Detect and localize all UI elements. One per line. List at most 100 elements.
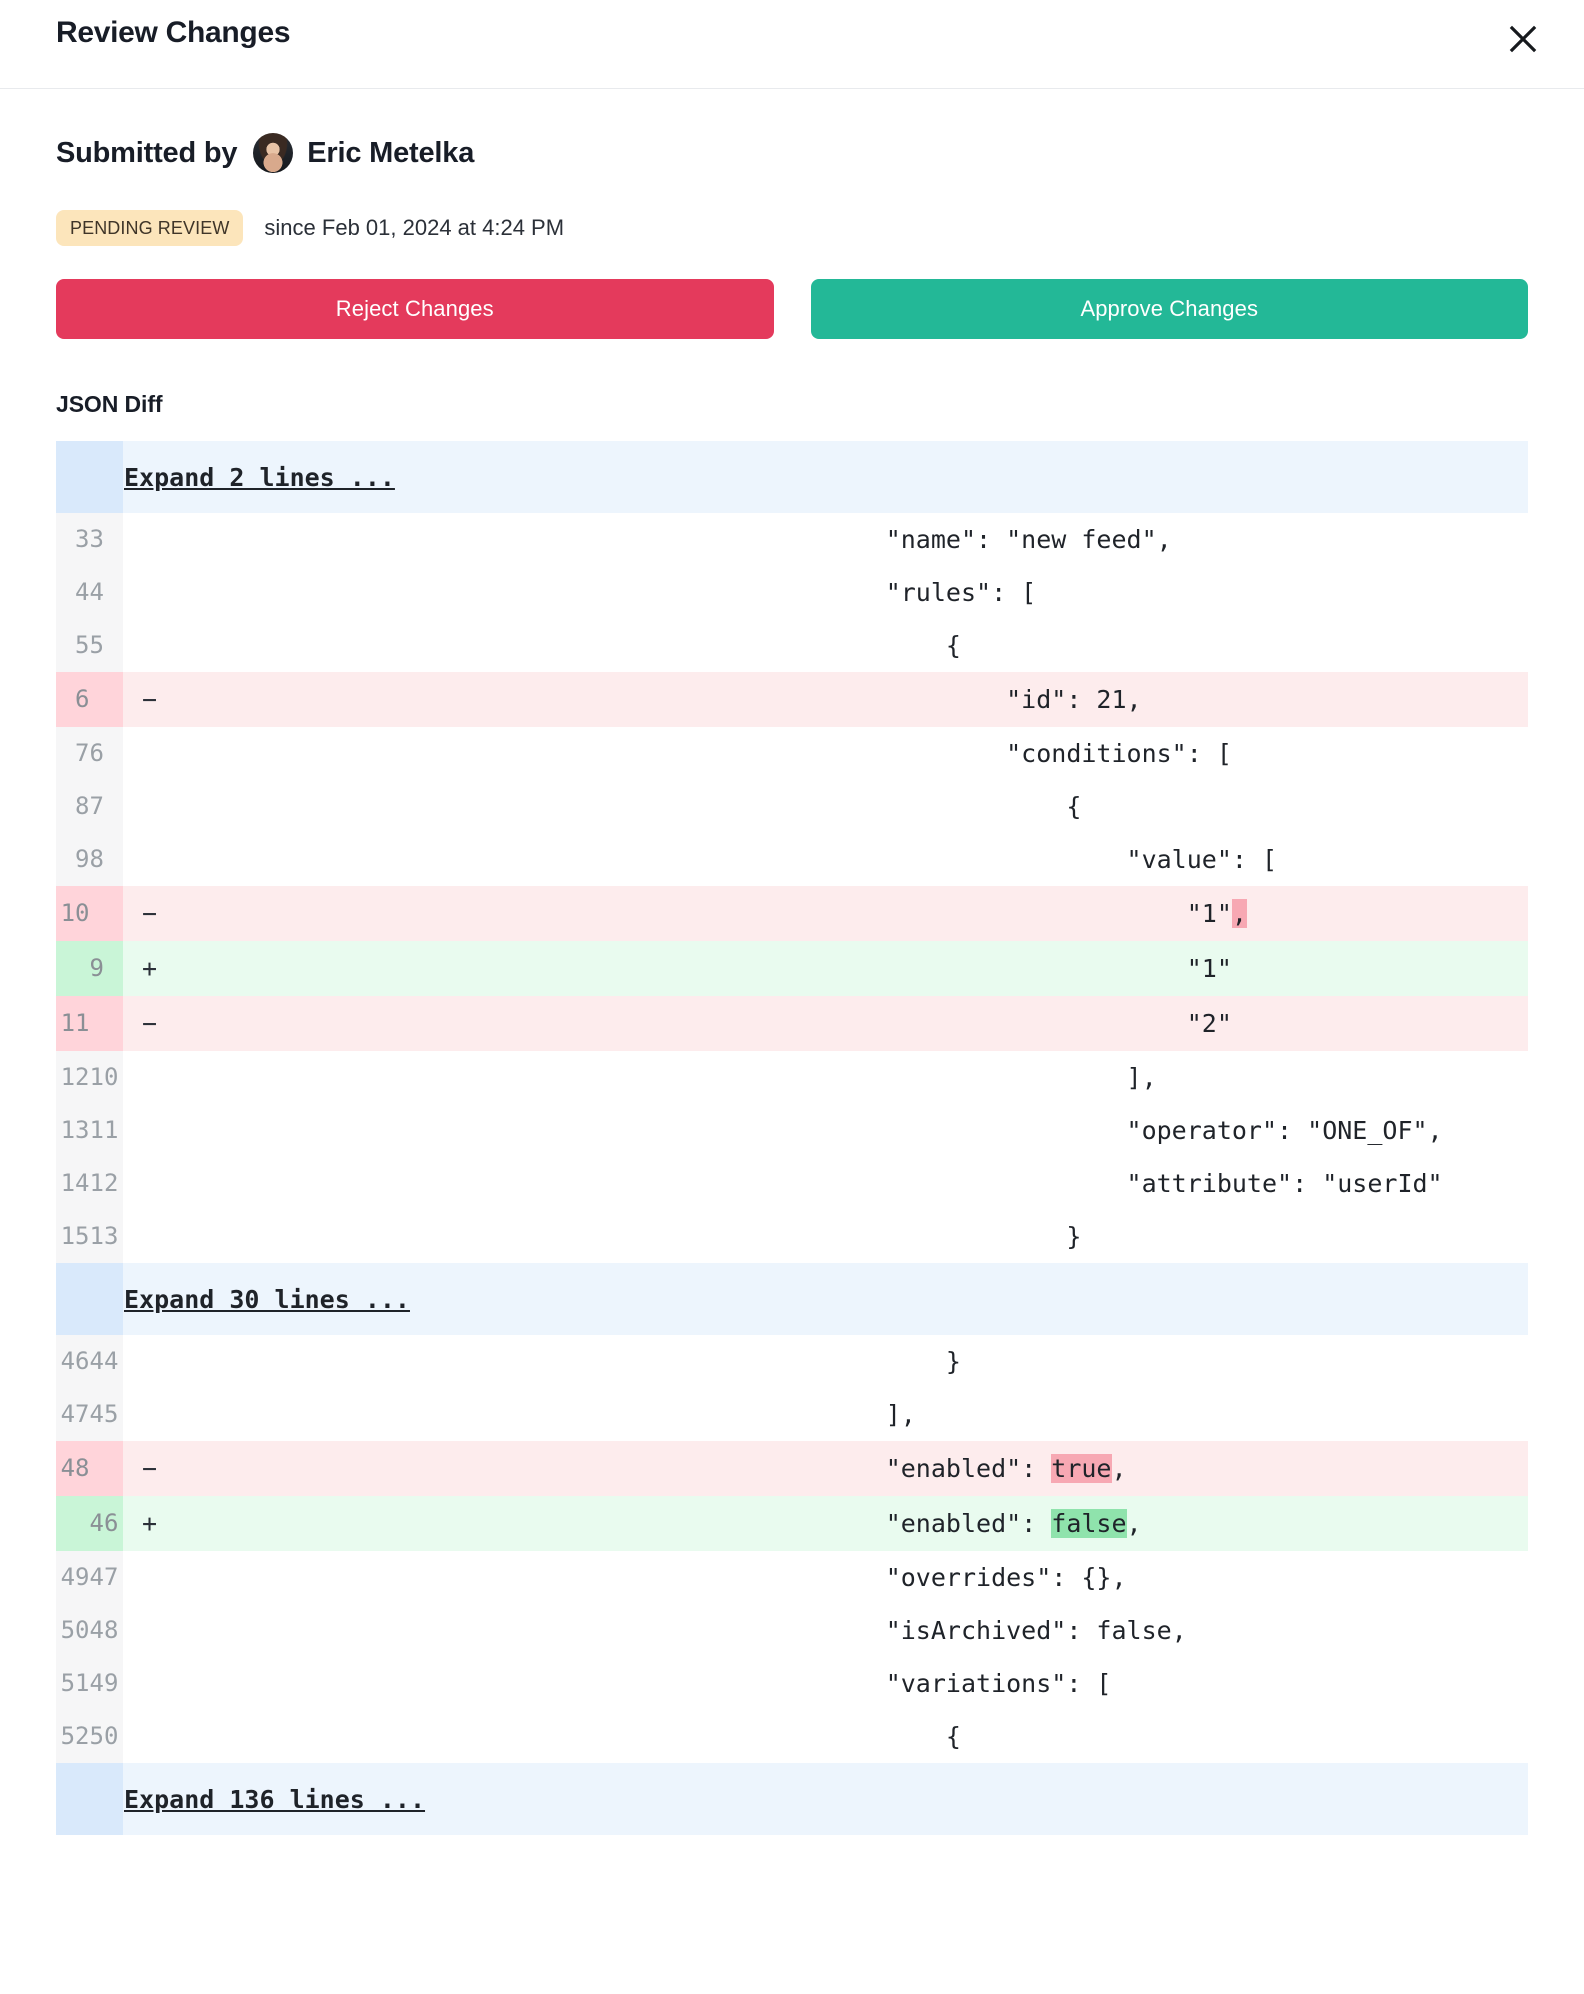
diff-marker <box>123 780 826 833</box>
diff-old-line-number: 12 <box>56 1051 90 1104</box>
diff-old-line-number: 50 <box>56 1604 90 1657</box>
diff-code: "1" <box>825 941 1528 996</box>
diff-marker: − <box>123 672 826 727</box>
diff-old-line-number: 11 <box>56 996 90 1051</box>
reject-changes-button[interactable]: Reject Changes <box>56 279 774 339</box>
diff-code: "variations": [ <box>825 1657 1528 1710</box>
diff-marker <box>123 1335 826 1388</box>
diff-expand-cell: Expand 2 lines ... <box>123 441 1528 513</box>
diff-marker <box>123 566 826 619</box>
diff-expand-row[interactable]: Expand 2 lines ... <box>56 441 1528 513</box>
diff-code: ], <box>825 1388 1528 1441</box>
diff-code: "attribute": "userId" <box>825 1157 1528 1210</box>
expand-lines-link[interactable]: Expand 136 lines ... <box>124 1784 426 1814</box>
diff-gutter <box>56 441 123 513</box>
diff-code: { <box>825 619 1528 672</box>
diff-row: 6− "id": 21, <box>56 672 1528 727</box>
diff-marker <box>123 1157 826 1210</box>
submitted-by-label: Submitted by <box>56 136 238 169</box>
diff-new-line-number: 49 <box>89 1657 123 1710</box>
approve-changes-button[interactable]: Approve Changes <box>810 279 1528 339</box>
diff-marker: − <box>123 1441 826 1496</box>
diff-code: "id": 21, <box>825 672 1528 727</box>
diff-new-line-number <box>89 1441 123 1496</box>
diff-new-line-number <box>89 672 123 727</box>
diff-old-line-number: 14 <box>56 1157 90 1210</box>
diff-code: "operator": "ONE_OF", <box>825 1104 1528 1157</box>
diff-code: "enabled": false, <box>825 1496 1528 1551</box>
diff-row: 48− "enabled": true, <box>56 1441 1528 1496</box>
status-row: PENDING REVIEW since Feb 01, 2024 at 4:2… <box>56 207 1528 249</box>
diff-marker <box>123 1051 826 1104</box>
diff-old-line-number: 15 <box>56 1210 90 1263</box>
close-button[interactable] <box>1496 12 1550 66</box>
diff-old-line-number: 51 <box>56 1657 90 1710</box>
diff-old-line-number: 5 <box>56 619 90 672</box>
diff-new-line-number: 4 <box>89 566 123 619</box>
diff-code: "name": "new feed", <box>825 513 1528 566</box>
modal-body: Submitted by Eric Metelka PENDING REVIEW… <box>0 89 1584 1835</box>
diff-word-removed: true <box>1051 1454 1112 1483</box>
diff-old-line-number: 10 <box>56 886 90 941</box>
diff-marker: − <box>123 886 826 941</box>
diff-marker: + <box>123 1496 826 1551</box>
diff-code: "2" <box>825 996 1528 1051</box>
diff-code: "conditions": [ <box>825 727 1528 780</box>
diff-marker: + <box>123 941 826 996</box>
diff-code: "overrides": {}, <box>825 1551 1528 1604</box>
diff-code: { <box>825 780 1528 833</box>
diff-code: ], <box>825 1051 1528 1104</box>
diff-new-line-number: 8 <box>89 833 123 886</box>
diff-old-line-number: 49 <box>56 1551 90 1604</box>
diff-new-line-number: 50 <box>89 1710 123 1763</box>
diff-new-line-number: 9 <box>89 941 123 996</box>
close-icon <box>1496 12 1550 66</box>
diff-marker <box>123 1657 826 1710</box>
diff-new-line-number: 3 <box>89 513 123 566</box>
diff-marker <box>123 1104 826 1157</box>
diff-row: 11− "2" <box>56 996 1528 1051</box>
diff-expand-row[interactable]: Expand 30 lines ... <box>56 1263 1528 1335</box>
json-diff-title: JSON Diff <box>56 391 163 417</box>
diff-marker <box>123 1604 826 1657</box>
diff-old-line-number: 3 <box>56 513 90 566</box>
diff-row: 46+ "enabled": false, <box>56 1496 1528 1551</box>
diff-old-line-number: 48 <box>56 1441 90 1496</box>
diff-gutter <box>56 1763 123 1835</box>
diff-old-line-number <box>56 1496 90 1551</box>
expand-lines-link[interactable]: Expand 30 lines ... <box>124 1284 410 1314</box>
diff-expand-row[interactable]: Expand 136 lines ... <box>56 1763 1528 1835</box>
diff-marker <box>123 1210 826 1263</box>
page-title: Review Changes <box>56 16 291 49</box>
diff-old-line-number: 47 <box>56 1388 90 1441</box>
status-badge: PENDING REVIEW <box>56 210 244 246</box>
diff-new-line-number <box>89 886 123 941</box>
diff-code: } <box>825 1210 1528 1263</box>
diff-old-line-number: 13 <box>56 1104 90 1157</box>
submitted-by-row: Submitted by Eric Metelka <box>56 89 1528 175</box>
diff-marker: − <box>123 996 826 1051</box>
diff-new-line-number: 46 <box>89 1496 123 1551</box>
diff-code-text: , <box>1111 1454 1127 1483</box>
diff-code-text: "1" <box>825 899 1232 928</box>
diff-code: "rules": [ <box>825 566 1528 619</box>
avatar <box>253 133 294 173</box>
expand-lines-link[interactable]: Expand 2 lines ... <box>124 462 395 492</box>
diff-new-line-number: 13 <box>89 1210 123 1263</box>
diff-expand-cell: Expand 30 lines ... <box>123 1263 1528 1335</box>
diff-new-line-number: 7 <box>89 780 123 833</box>
diff-old-line-number: 9 <box>56 833 90 886</box>
